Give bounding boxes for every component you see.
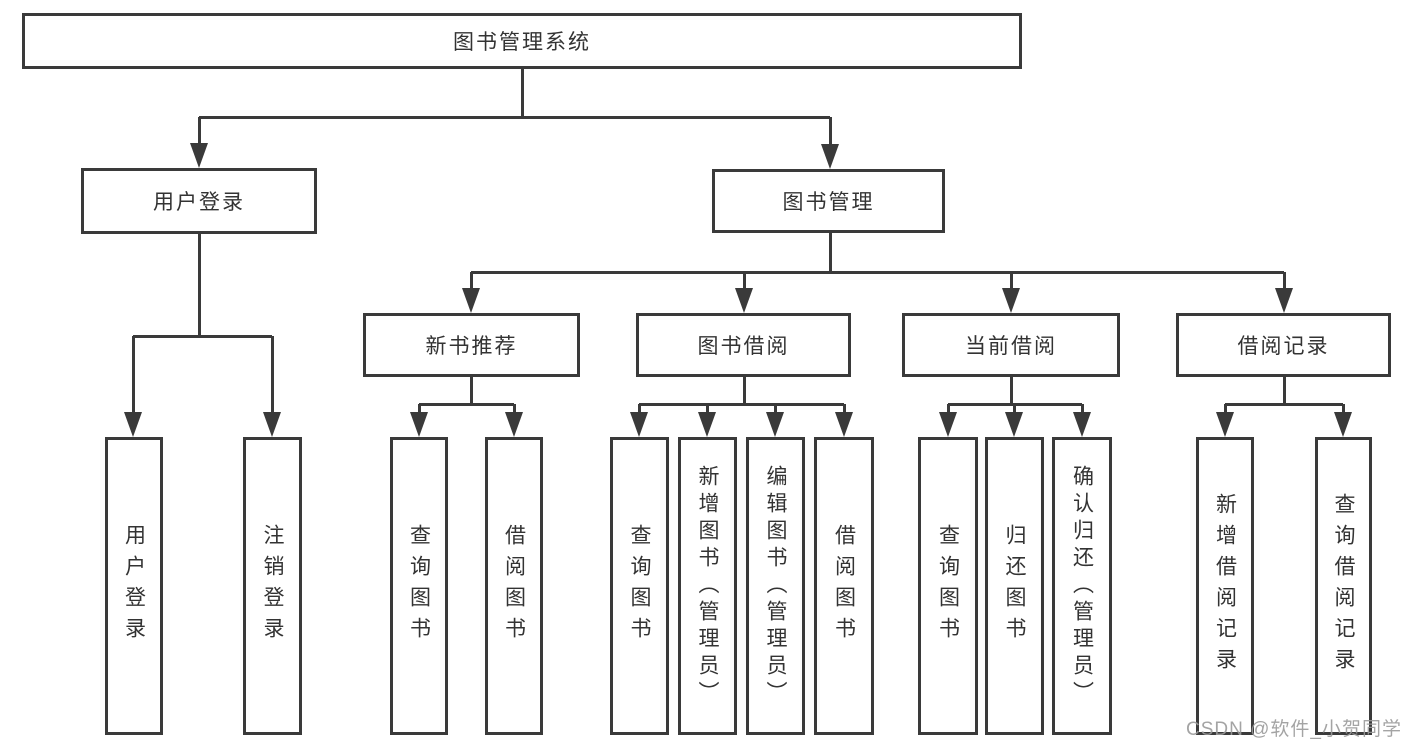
node-label: 新增借阅记录 — [1213, 493, 1237, 679]
connector-line — [270, 336, 274, 417]
connector-line — [131, 336, 135, 417]
arrowhead-icon — [735, 288, 753, 313]
connector-line — [1012, 404, 1016, 417]
connector-line — [197, 117, 201, 148]
connector-line — [946, 404, 950, 417]
node-leaf-edit-book: 编辑图书（管理员） — [746, 437, 805, 735]
node-label: 用户登录 — [153, 191, 245, 214]
node-label: 用户登录 — [122, 524, 146, 648]
node-label: 编辑图书（管理员） — [764, 464, 787, 708]
connector-line — [773, 404, 777, 417]
arrowhead-icon — [1275, 288, 1293, 313]
connector-line — [133, 334, 272, 338]
node-leaf-return-book: 归还图书 — [985, 437, 1044, 735]
node-label: 借阅记录 — [1237, 335, 1330, 358]
node-label: 图书管理 — [782, 191, 875, 214]
connector-line — [1009, 377, 1013, 406]
node-label: 查询借阅记录 — [1332, 493, 1355, 679]
node-leaf-user-login: 用户登录 — [105, 437, 163, 735]
connector-line — [639, 402, 844, 406]
connector-line — [197, 234, 201, 337]
connector-line — [842, 404, 846, 417]
connector-line — [520, 69, 524, 118]
connector-line — [1282, 272, 1286, 293]
arrowhead-icon — [1334, 412, 1352, 437]
arrowhead-icon — [1002, 288, 1020, 313]
connector-line — [469, 377, 473, 406]
node-book-mgmt: 图书管理 — [712, 169, 945, 233]
connector-line — [637, 404, 641, 417]
arrowhead-icon — [630, 412, 648, 437]
connector-line — [742, 272, 746, 293]
connector-line — [1341, 404, 1345, 417]
arrowhead-icon — [939, 412, 957, 437]
connector-line — [471, 270, 1284, 274]
arrowhead-icon — [1216, 412, 1234, 437]
node-label: 查询图书 — [936, 524, 960, 648]
node-label: 图书管理系统 — [453, 31, 591, 54]
node-current-borrow: 当前借阅 — [902, 313, 1120, 377]
connector-line — [419, 402, 514, 406]
connector-line — [1225, 402, 1343, 406]
connector-line — [512, 404, 516, 417]
arrowhead-icon — [190, 143, 208, 168]
node-root: 图书管理系统 — [22, 13, 1022, 69]
node-book-borrow: 图书借阅 — [636, 313, 851, 377]
arrowhead-icon — [124, 412, 142, 437]
node-label: 注销登录 — [261, 524, 284, 648]
arrowhead-icon — [1073, 412, 1091, 437]
connector-line — [1223, 404, 1227, 417]
arrowhead-icon — [462, 288, 480, 313]
node-label: 归还图书 — [1003, 524, 1026, 648]
connector-line — [199, 115, 830, 119]
connector-line — [828, 233, 832, 274]
node-borrow-record: 借阅记录 — [1176, 313, 1391, 377]
arrowhead-icon — [766, 412, 784, 437]
node-leaf-query-borrow-record: 查询借阅记录 — [1315, 437, 1372, 735]
connector-line — [1282, 377, 1286, 406]
node-new-book-rec: 新书推荐 — [363, 313, 580, 377]
node-leaf-confirm-return: 确认归还（管理员） — [1052, 437, 1112, 735]
node-leaf-borrow-book-2: 借阅图书 — [814, 437, 874, 735]
arrowhead-icon — [410, 412, 428, 437]
node-label: 借阅图书 — [832, 524, 856, 648]
arrowhead-icon — [505, 412, 523, 437]
node-label: 借阅图书 — [502, 524, 526, 648]
node-label: 新增图书（管理员） — [696, 464, 719, 708]
csdn-watermark: CSDN @软件_小贺同学 — [1186, 719, 1402, 740]
node-label: 图书借阅 — [697, 335, 790, 358]
connector-line — [828, 117, 832, 149]
arrowhead-icon — [698, 412, 716, 437]
node-label: 当前借阅 — [965, 335, 1057, 358]
connector-line — [417, 404, 421, 417]
arrowhead-icon — [1005, 412, 1023, 437]
node-leaf-add-book: 新增图书（管理员） — [678, 437, 737, 735]
node-leaf-query-book-1: 查询图书 — [390, 437, 448, 735]
arrowhead-icon — [835, 412, 853, 437]
node-leaf-add-borrow-record: 新增借阅记录 — [1196, 437, 1254, 735]
node-label: 新书推荐 — [425, 335, 518, 358]
arrowhead-icon — [821, 144, 839, 169]
node-user-login: 用户登录 — [81, 168, 317, 234]
node-leaf-borrow-book-1: 借阅图书 — [485, 437, 543, 735]
connector-line — [469, 272, 473, 293]
node-label: 查询图书 — [407, 524, 431, 648]
connector-line — [1009, 272, 1013, 293]
node-leaf-query-book-2: 查询图书 — [610, 437, 669, 735]
connector-line — [742, 377, 746, 406]
connector-line — [1080, 404, 1084, 417]
arrowhead-icon — [263, 412, 281, 437]
connector-line — [705, 404, 709, 417]
node-leaf-query-book-3: 查询图书 — [918, 437, 978, 735]
node-label: 查询图书 — [628, 524, 651, 648]
node-label: 确认归还（管理员） — [1070, 464, 1094, 708]
node-leaf-logout: 注销登录 — [243, 437, 302, 735]
